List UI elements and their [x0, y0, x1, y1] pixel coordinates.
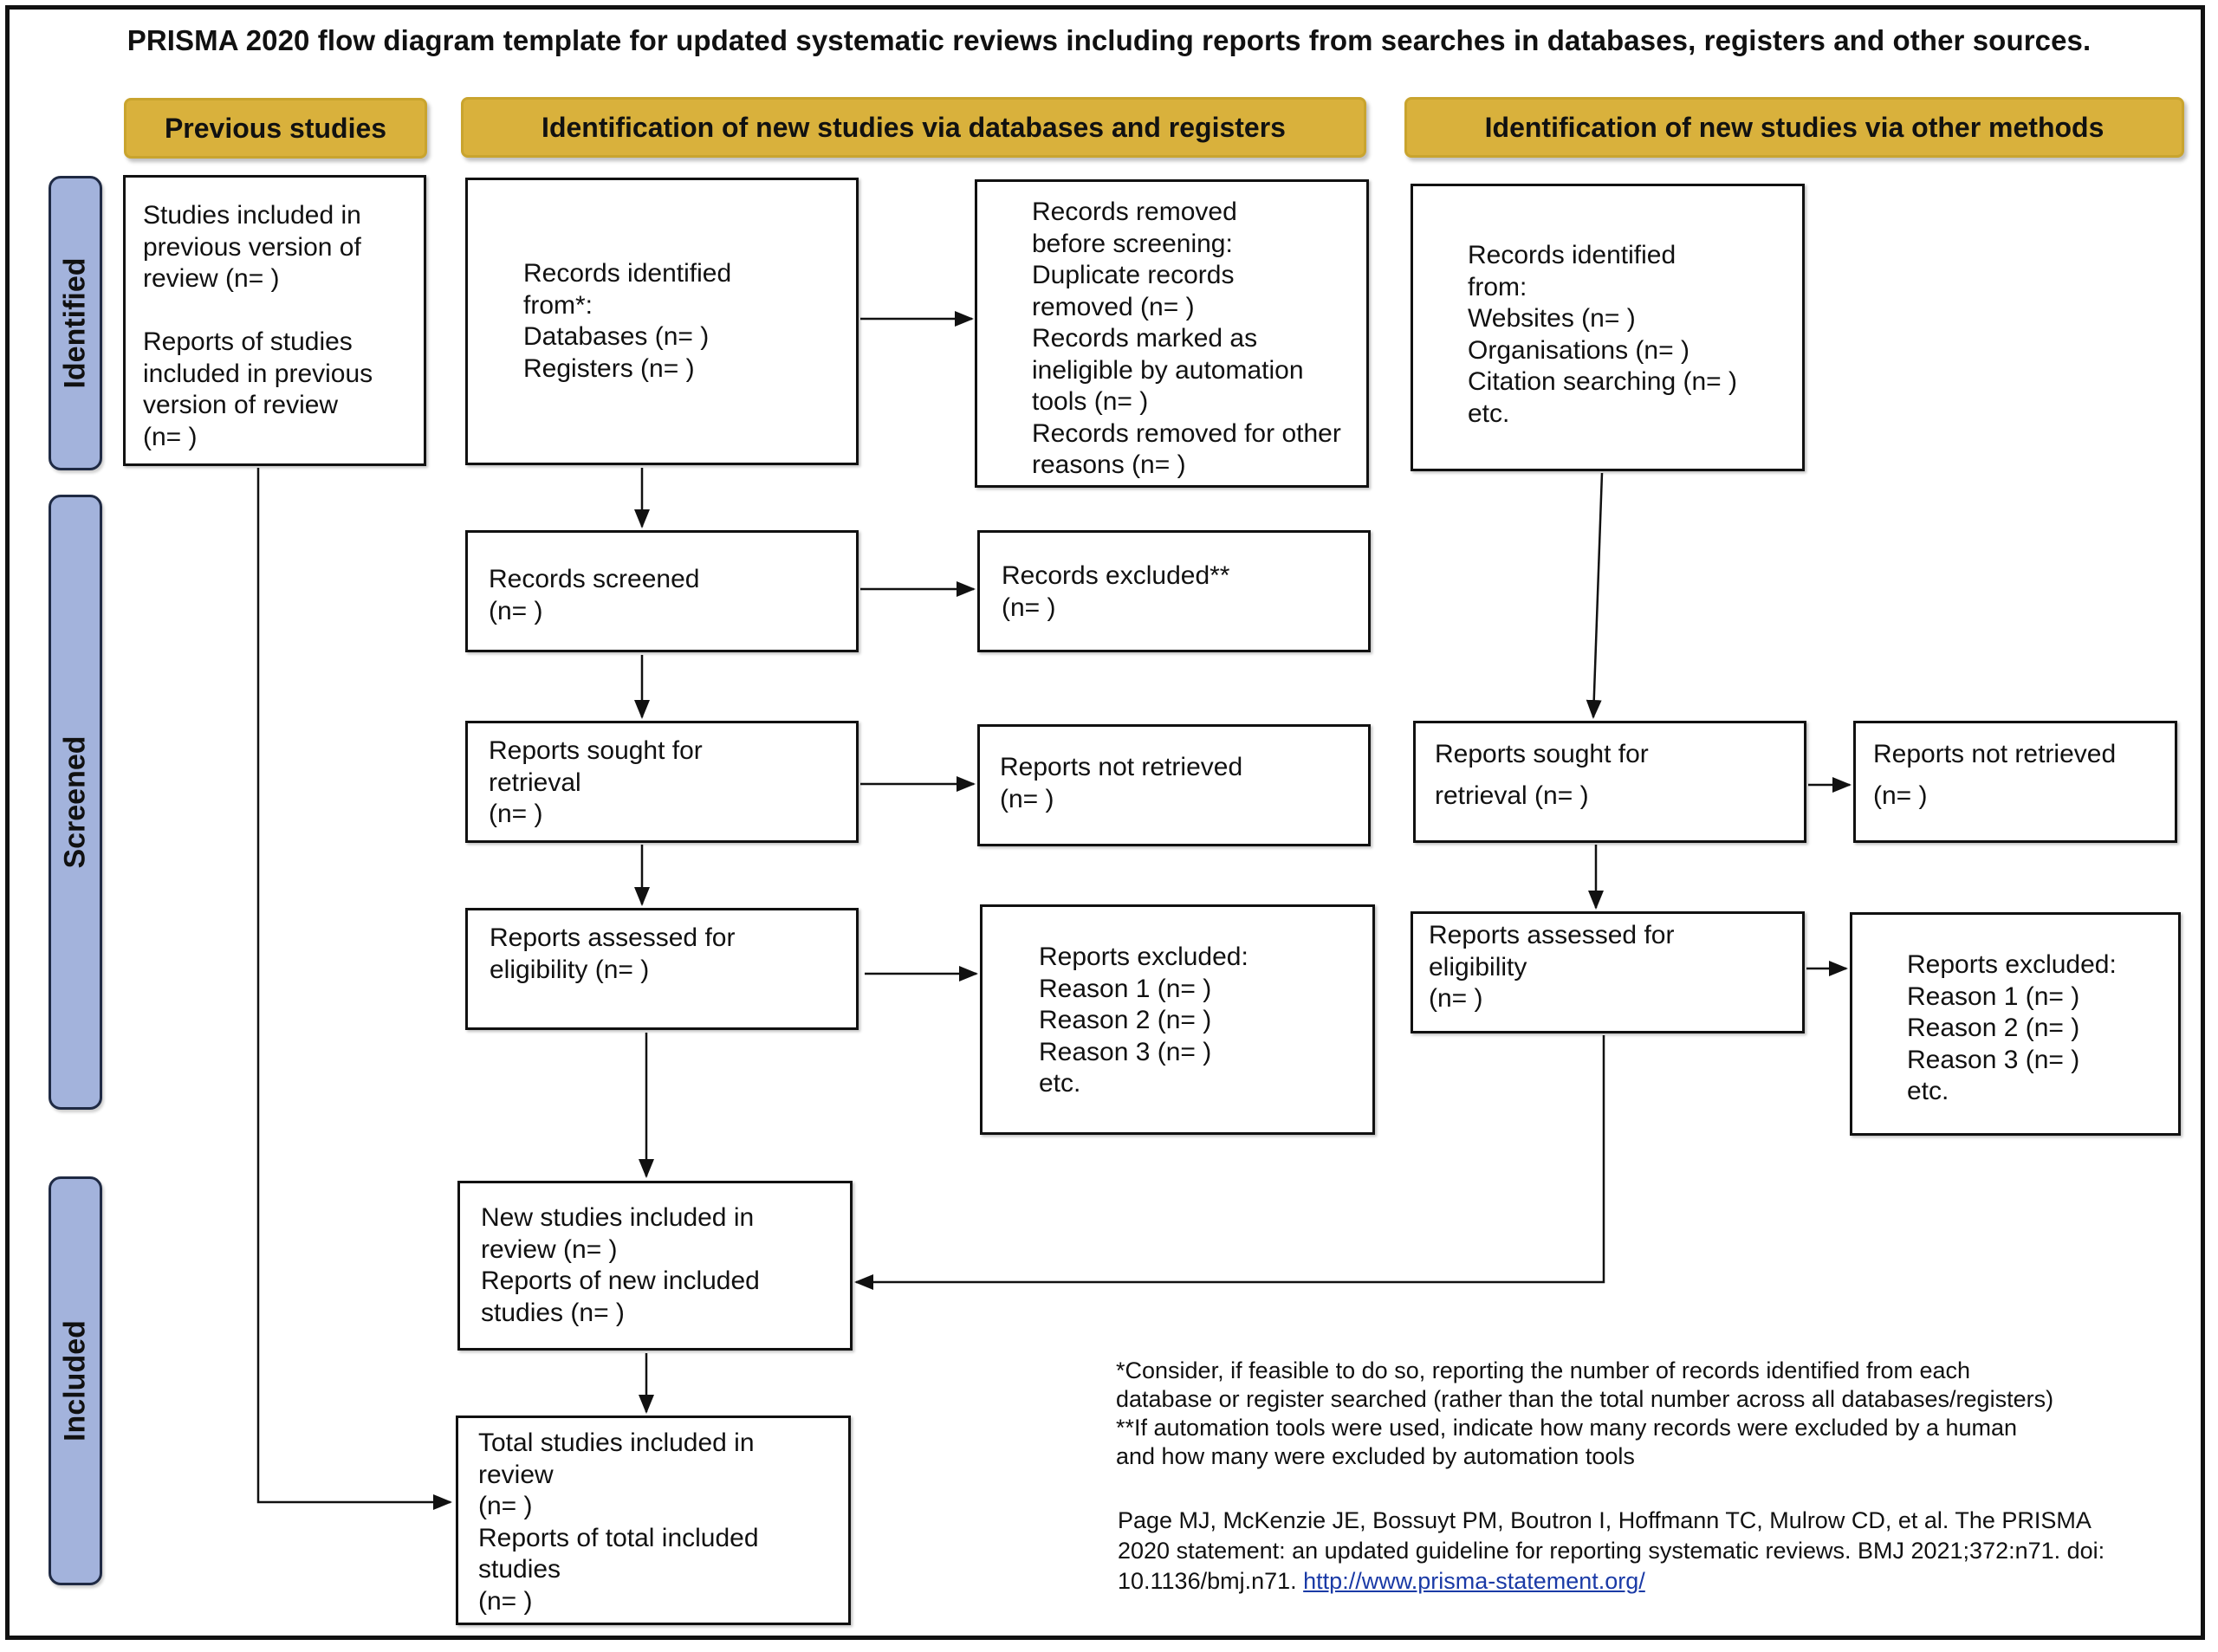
records-screened-box: Records screened (n= ) [465, 530, 859, 652]
records-excluded-text: Records excluded** (n= ) [1002, 561, 1230, 622]
reports-not-retrieved-db-box: Reports not retrieved (n= ) [977, 724, 1371, 846]
footnote: *Consider, if feasible to do so, reporti… [1116, 1357, 2054, 1469]
new-studies-included-text: New studies included in review (n= ) Rep… [481, 1203, 760, 1327]
reports-not-retrieved-other-box: Reports not retrieved (n= ) [1853, 721, 2177, 843]
reports-sought-other-text: Reports sought for retrieval (n= ) [1435, 740, 1649, 810]
header-other-methods: Identification of new studies via other … [1404, 97, 2184, 158]
total-studies-included-text: Total studies included in review (n= ) R… [478, 1428, 759, 1616]
records-excluded-box: Records excluded** (n= ) [977, 530, 1371, 652]
reports-excluded-db-box: Reports excluded: Reason 1 (n= ) Reason … [980, 904, 1375, 1135]
arrow-other-assessed-to-new-included [854, 1035, 1605, 1290]
reports-excluded-other-box: Reports excluded: Reason 1 (n= ) Reason … [1850, 912, 2181, 1136]
arrow-previous-to-total [256, 468, 452, 1510]
arrow-other-identified-to-sought [1586, 472, 1604, 719]
reports-assessed-other-box: Reports assessed for eligibility (n= ) [1411, 911, 1805, 1033]
citation: Page MJ, McKenzie JE, Bossuyt PM, Boutro… [1118, 1506, 2157, 1597]
reports-assessed-db-text: Reports assessed for eligibility (n= ) [490, 923, 736, 984]
previous-studies-text: Studies included in previous version of … [143, 201, 373, 451]
records-identified-other-box: Records identified from: Websites (n= ) … [1411, 184, 1805, 471]
records-removed-text: Records removed before screening: Duplic… [1032, 198, 1341, 479]
reports-excluded-db-text: Reports excluded: Reason 1 (n= ) Reason … [1039, 943, 1248, 1098]
new-studies-included-box: New studies included in review (n= ) Rep… [457, 1181, 853, 1351]
records-identified-db-text: Records identified from*: Databases (n= … [523, 259, 732, 383]
citation-text: Page MJ, McKenzie JE, Bossuyt PM, Boutro… [1118, 1507, 2105, 1594]
records-identified-db-box: Records identified from*: Databases (n= … [465, 178, 859, 465]
citation-link[interactable]: http://www.prisma-statement.org/ [1303, 1568, 1645, 1594]
phase-identified: Identified [49, 176, 102, 470]
diagram-frame [5, 5, 2205, 1640]
reports-assessed-other-text: Reports assessed for eligibility (n= ) [1429, 921, 1675, 1013]
phase-included: Included [49, 1176, 102, 1585]
records-screened-text: Records screened (n= ) [489, 565, 700, 625]
reports-sought-db-box: Reports sought for retrieval (n= ) [465, 721, 859, 843]
header-previous-studies: Previous studies [124, 98, 427, 159]
reports-assessed-db-box: Reports assessed for eligibility (n= ) [465, 908, 859, 1030]
header-databases-registers: Identification of new studies via databa… [461, 97, 1366, 158]
reports-not-retrieved-db-text: Reports not retrieved (n= ) [1000, 753, 1243, 813]
phase-screened: Screened [49, 495, 102, 1110]
previous-studies-box: Studies included in previous version of … [123, 175, 426, 466]
records-identified-other-text: Records identified from: Websites (n= ) … [1468, 241, 1737, 428]
reports-sought-db-text: Reports sought for retrieval (n= ) [489, 736, 703, 828]
reports-excluded-other-text: Reports excluded: Reason 1 (n= ) Reason … [1907, 950, 2117, 1105]
total-studies-included-box: Total studies included in review (n= ) R… [456, 1416, 851, 1625]
reports-sought-other-box: Reports sought for retrieval (n= ) [1413, 721, 1806, 843]
diagram-title: PRISMA 2020 flow diagram template for up… [126, 24, 2092, 56]
records-removed-box: Records removed before screening: Duplic… [975, 179, 1369, 488]
reports-not-retrieved-other-text: Reports not retrieved (n= ) [1873, 740, 2117, 810]
